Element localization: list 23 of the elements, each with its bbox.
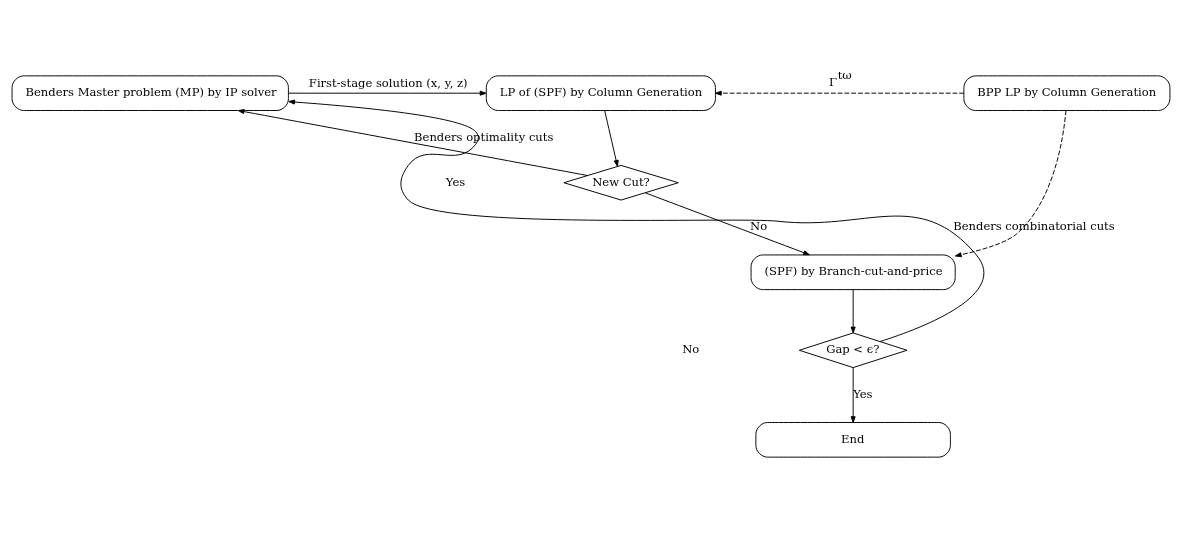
node-box: (SPF) by Branch-cut-and-price xyxy=(750,254,956,291)
arrow xyxy=(850,289,856,334)
edge-label: Benders combinatorial cuts xyxy=(953,219,1115,234)
node-box: BPP LP by Column Generation xyxy=(963,75,1171,111)
node-box: End xyxy=(755,422,951,458)
edge-label: Benders optimality cuts xyxy=(414,129,554,144)
arrow xyxy=(645,192,810,256)
arrow xyxy=(715,90,965,96)
arrow xyxy=(288,99,985,342)
node-box: LP of (SPF) by Column Generation xyxy=(485,75,716,111)
arrow xyxy=(604,110,619,167)
edge-label: No xyxy=(750,219,768,234)
node-diamond: New Cut? xyxy=(563,164,679,201)
arrow xyxy=(954,110,1067,258)
edge-label: First-stage solution (x, y, z) xyxy=(308,76,468,91)
node-box: Benders Master problem (MP) by IP solver xyxy=(11,75,289,111)
edge-label: Yes xyxy=(853,387,873,402)
node-diamond: Gap < ϵ? xyxy=(798,332,908,369)
label: Yes xyxy=(445,174,466,189)
arrow xyxy=(288,90,487,96)
arrow xyxy=(850,367,856,423)
label: No xyxy=(682,342,700,357)
arrow xyxy=(237,109,588,176)
